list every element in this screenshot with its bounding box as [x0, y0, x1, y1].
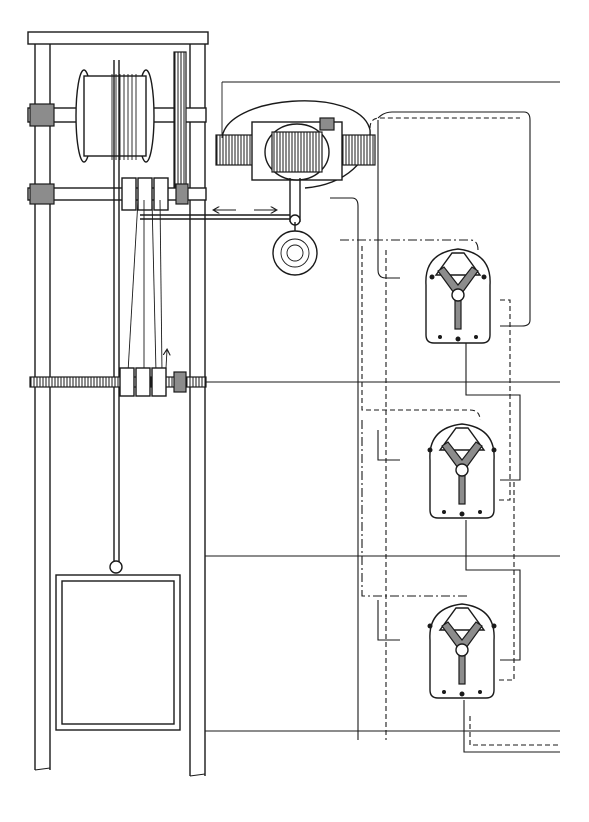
car-hook — [109, 560, 123, 574]
drive-gear — [173, 51, 187, 193]
shaft-frame — [27, 31, 209, 777]
rope-coils — [111, 74, 137, 160]
left-post — [34, 44, 51, 770]
cam-shaft-upper — [27, 177, 207, 211]
top-beam — [27, 31, 209, 45]
winding-drum — [27, 51, 207, 193]
wiring — [330, 111, 560, 753]
motor — [215, 100, 376, 276]
elevator-car — [55, 560, 181, 731]
floor-switch-middle — [427, 423, 497, 519]
cam-shaft-lower — [29, 350, 207, 397]
floor-switch-top — [425, 248, 491, 344]
counterweight-disc — [272, 230, 318, 276]
right-post — [189, 44, 206, 776]
floor-switch-bottom — [427, 603, 497, 699]
armature — [271, 131, 323, 173]
selector-tapes — [113, 60, 163, 562]
floor-lines — [205, 81, 560, 732]
operating-rod — [140, 210, 290, 220]
